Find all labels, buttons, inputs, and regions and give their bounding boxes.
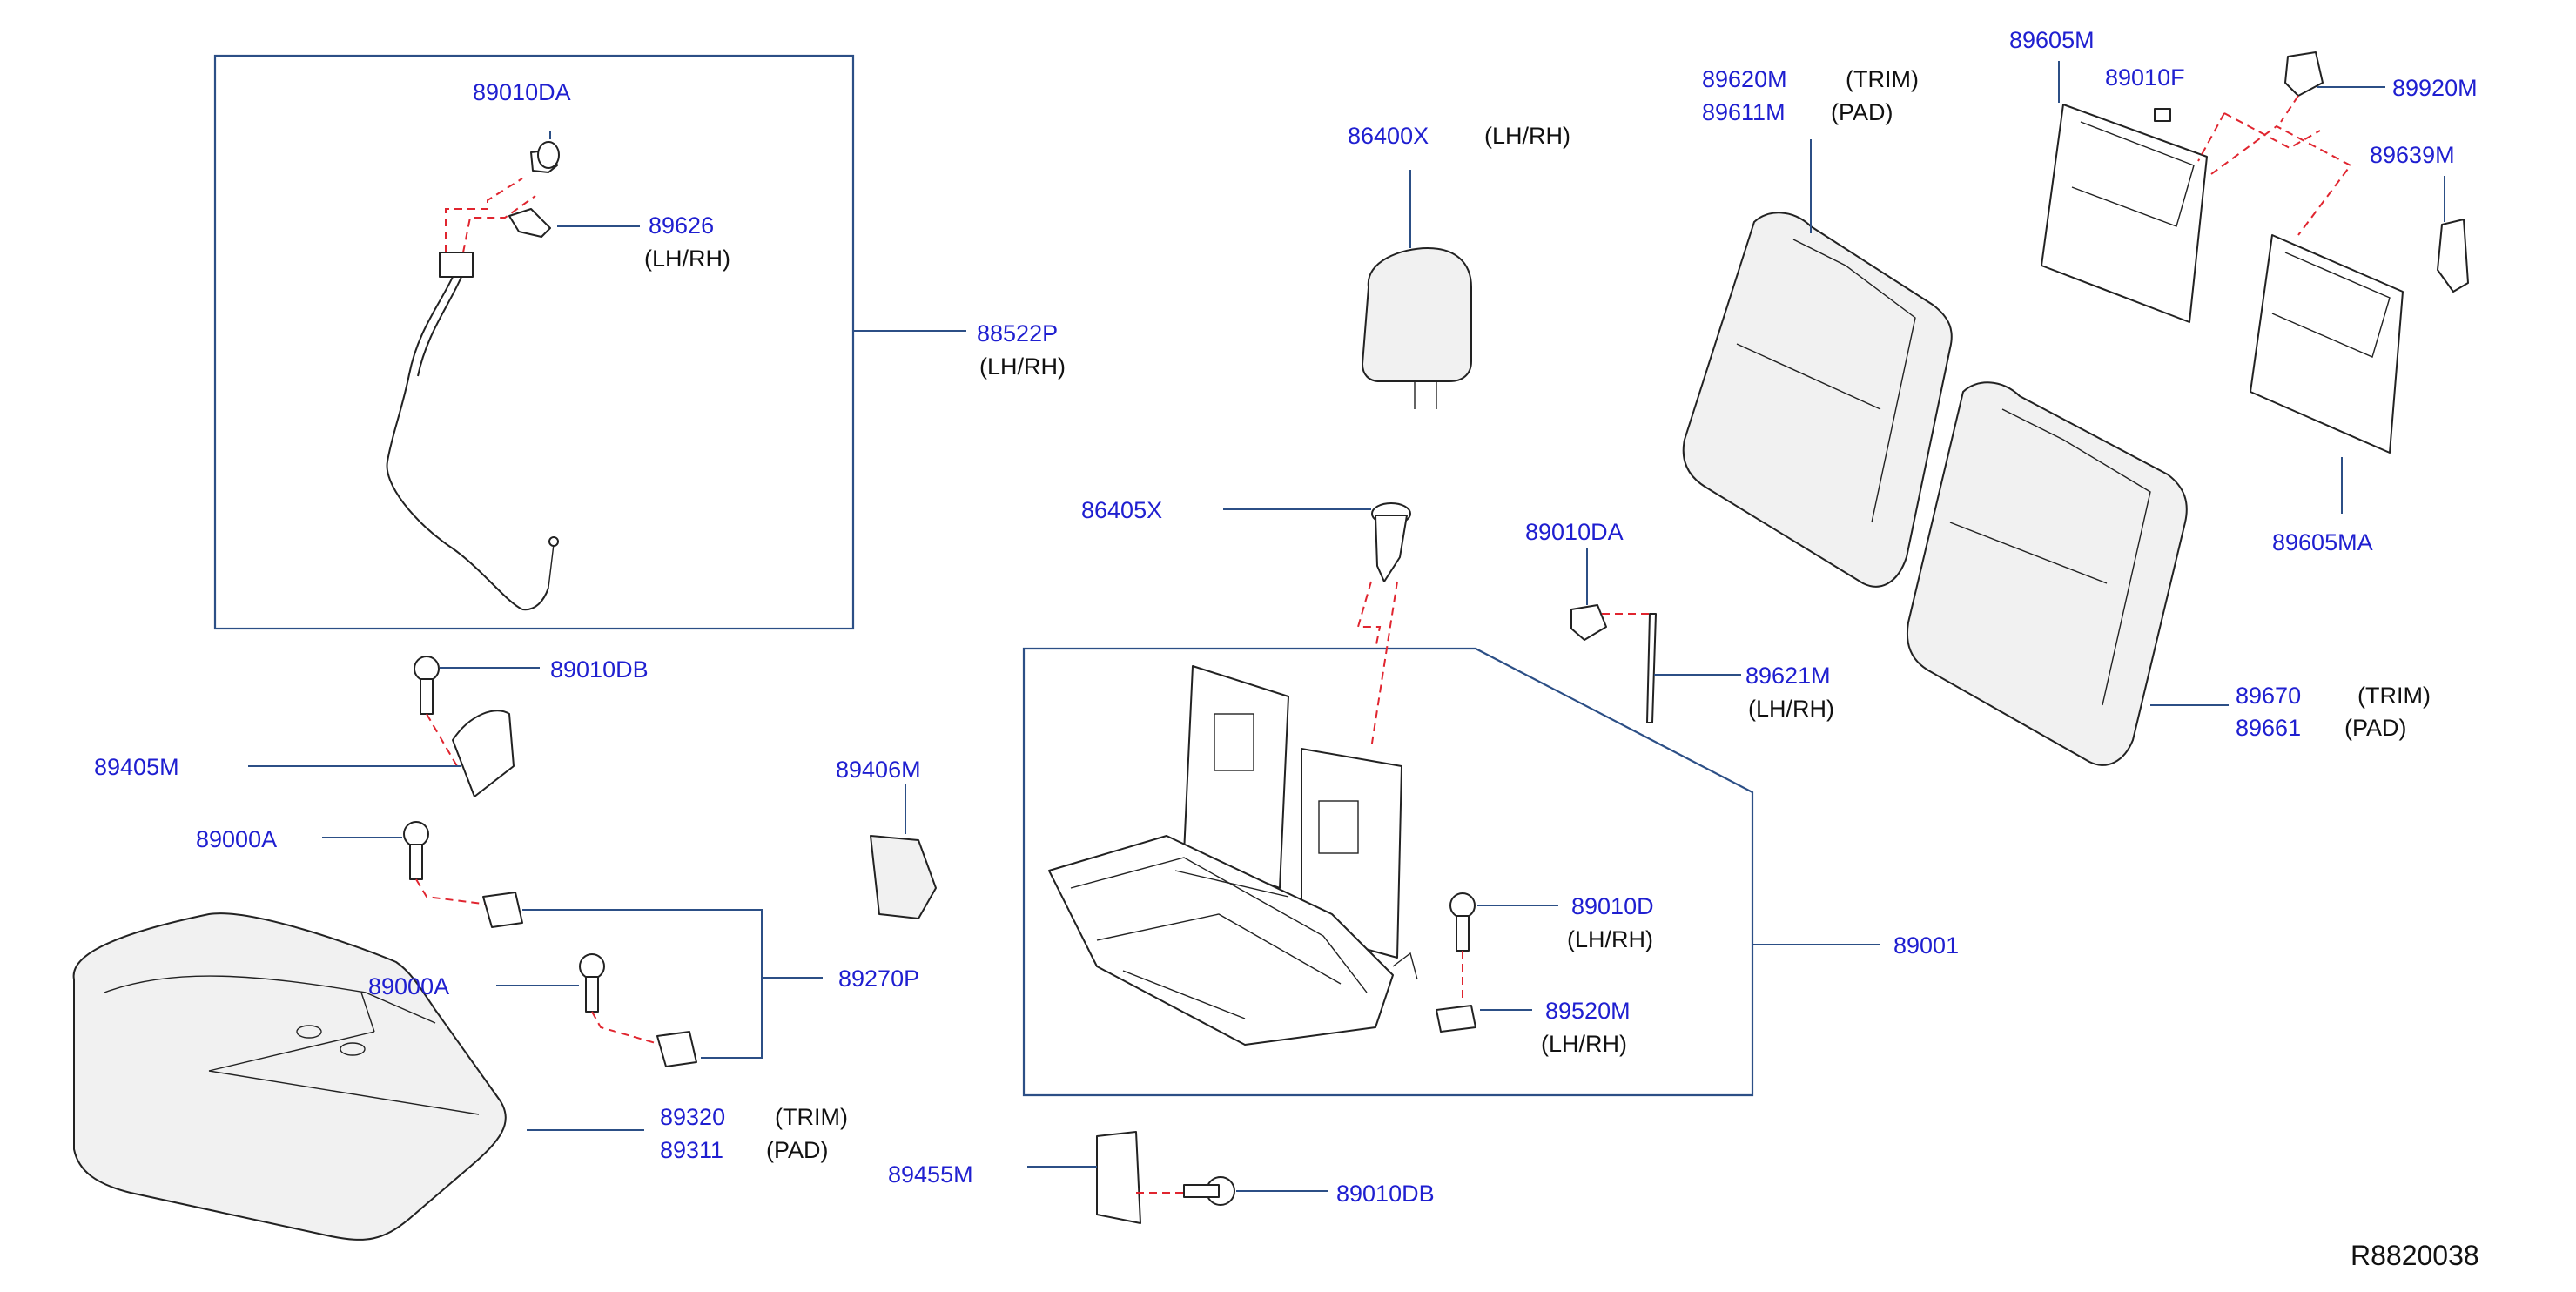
svg-text:89406M: 89406M [836,757,921,783]
part-label-89320[interactable]: 89320 (TRIM) [660,1104,848,1130]
headrest-guide-illustration [1356,502,1411,750]
svg-text:89010DB: 89010DB [1336,1181,1435,1207]
part-label-89605M[interactable]: 89605M [2009,27,2095,53]
part-label-89010F[interactable]: 89010F [2105,64,2185,91]
svg-text:89661: 89661 [2236,715,2301,741]
part-label-89605MA[interactable]: 89605MA [2272,529,2373,555]
svg-text:89000A: 89000A [196,826,277,852]
diagram-reference-id: R8820038 [2351,1240,2479,1271]
svg-text:89611M: 89611M [1702,99,1786,125]
svg-text:89010DB: 89010DB [550,656,649,683]
svg-text:88522P: 88522P [977,320,1058,347]
seat-cushion-illustration [72,912,507,1241]
svg-text:89455M: 89455M [888,1161,973,1188]
seat-frame-illustration [1048,665,1418,1046]
part-label-89406M[interactable]: 89406M [836,757,921,783]
rod-and-clip-illustration [1570,604,1657,723]
svg-text:89010D: 89010D [1571,893,1654,919]
part-label-89270P[interactable]: 89270P [838,966,919,992]
cable-assembly-illustration [386,141,560,611]
part-label-89010D[interactable]: 89010D (LH/RH) [1567,893,1654,952]
part-label-89620M[interactable]: 89620M (TRIM) [1702,66,1919,92]
svg-text:(TRIM): (TRIM) [1846,66,1919,92]
svg-text:(PAD): (PAD) [1831,99,1893,125]
svg-text:89000A: 89000A [368,973,449,999]
part-label-89010DA-mid[interactable]: 89010DA [1525,519,1624,545]
svg-text:89010F: 89010F [2105,64,2185,91]
part-label-89000A-1[interactable]: 89000A [196,826,277,852]
part-label-86400X[interactable]: 86400X (LH/RH) [1348,123,1570,149]
part-label-89010DA-top[interactable]: 89010DA [473,79,571,105]
part-label-89670[interactable]: 89670 (TRIM) [2236,683,2431,709]
svg-text:89605M: 89605M [2009,27,2095,53]
svg-text:89920M: 89920M [2392,75,2478,101]
svg-text:89001: 89001 [1893,932,1959,959]
small-parts-left-illustration [403,656,1476,1224]
part-label-89455M[interactable]: 89455M [888,1161,973,1188]
part-label-89001[interactable]: 89001 [1893,932,1959,959]
part-label-89311[interactable]: 89311 (PAD) [660,1137,829,1163]
svg-text:(LH/RH): (LH/RH) [1748,696,1834,722]
svg-text:89620M: 89620M [1702,66,1787,92]
svg-text:89311: 89311 [660,1137,723,1163]
part-label-89000A-2[interactable]: 89000A [368,973,449,999]
svg-text:89270P: 89270P [838,966,919,992]
svg-text:86400X: 86400X [1348,123,1429,149]
part-label-89661[interactable]: 89661 (PAD) [2236,715,2407,741]
svg-text:89320: 89320 [660,1104,725,1130]
svg-text:(TRIM): (TRIM) [775,1104,848,1130]
back-panels-illustration [2041,51,2469,454]
svg-text:89010DA: 89010DA [1525,519,1624,545]
svg-text:89605MA: 89605MA [2272,529,2373,555]
svg-text:89626: 89626 [649,212,714,239]
svg-text:89639M: 89639M [2370,142,2455,168]
svg-text:(LH/RH): (LH/RH) [979,353,1066,380]
part-label-89010DB-top[interactable]: 89010DB [550,656,649,683]
svg-text:89621M: 89621M [1745,663,1831,689]
svg-text:(LH/RH): (LH/RH) [1484,123,1570,149]
svg-text:(LH/RH): (LH/RH) [1541,1031,1627,1057]
svg-text:(PAD): (PAD) [766,1137,829,1163]
part-label-89520M[interactable]: 89520M (LH/RH) [1541,998,1631,1057]
part-label-89639M[interactable]: 89639M [2370,142,2455,168]
svg-text:89520M: 89520M [1545,998,1631,1024]
svg-text:(PAD): (PAD) [2344,715,2407,741]
part-label-89405M[interactable]: 89405M [94,754,179,780]
svg-text:89670: 89670 [2236,683,2301,709]
svg-text:(TRIM): (TRIM) [2357,683,2431,709]
svg-text:(LH/RH): (LH/RH) [644,246,730,272]
part-label-89010DB-bottom[interactable]: 89010DB [1336,1181,1435,1207]
svg-text:(LH/RH): (LH/RH) [1567,926,1653,952]
part-label-89626[interactable]: 89626 (LH/RH) [644,212,730,272]
part-label-89611M[interactable]: 89611M (PAD) [1702,99,1893,125]
svg-text:89405M: 89405M [94,754,179,780]
part-label-89621M[interactable]: 89621M (LH/RH) [1745,663,1834,722]
seatback-right-illustration [1906,381,2188,766]
svg-text:89010DA: 89010DA [473,79,571,105]
leader-lines [248,61,2445,1192]
svg-text:86405X: 86405X [1081,497,1162,523]
headrest-illustration [1362,247,1472,409]
cable-assembly-frame [213,54,855,630]
seatback-left-illustration [1682,212,1953,588]
part-label-89920M[interactable]: 89920M [2392,75,2478,101]
part-label-88522P[interactable]: 88522P (LH/RH) [977,320,1066,380]
part-label-86405X[interactable]: 86405X [1081,497,1162,523]
